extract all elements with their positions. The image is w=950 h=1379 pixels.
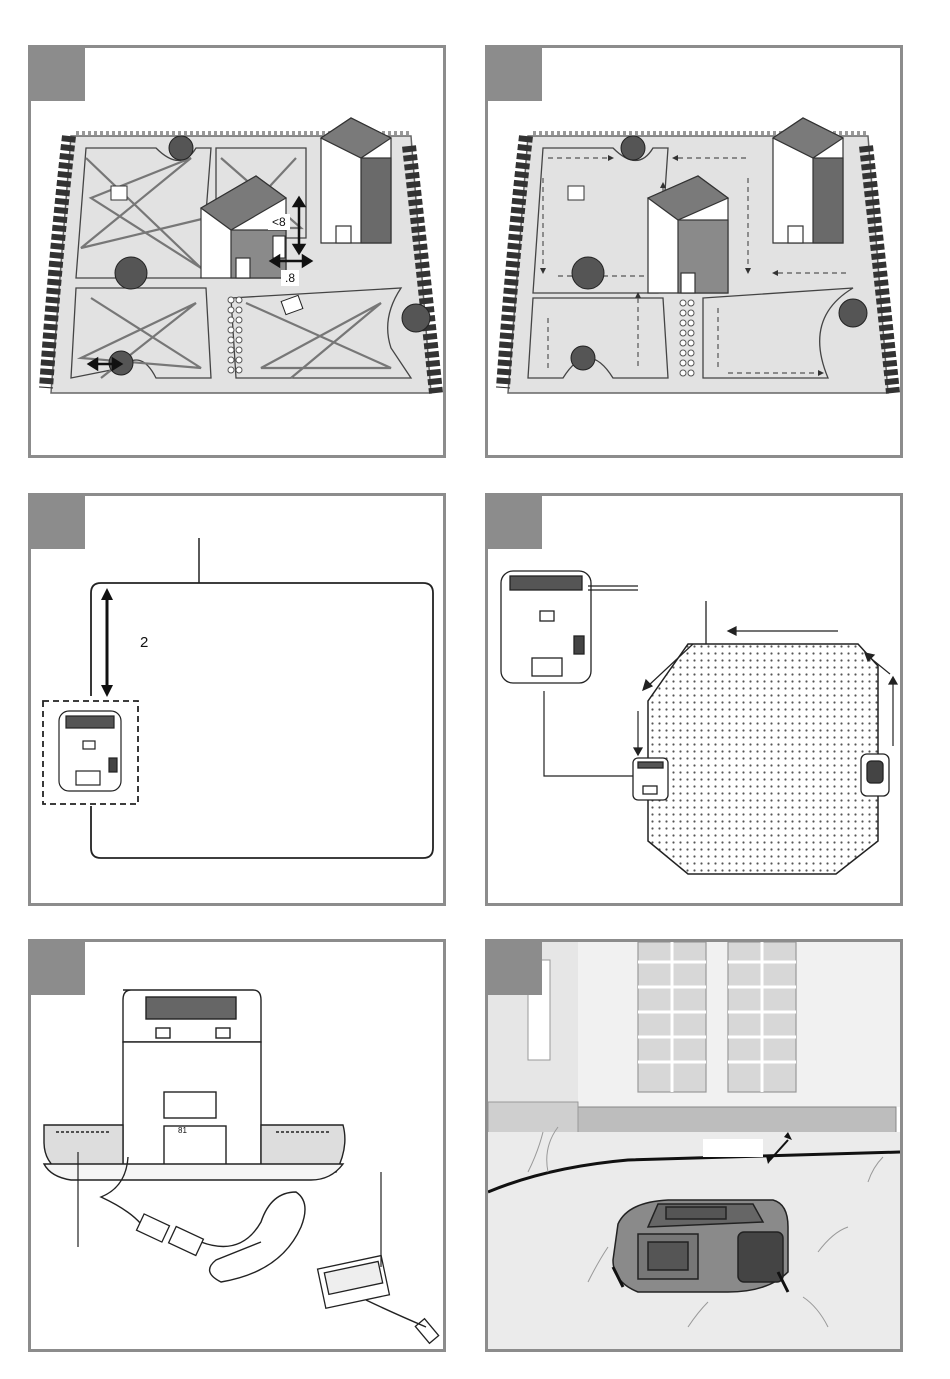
min-distance-label: .8 [281, 270, 299, 286]
figure-panel-systematic-mowing [485, 45, 903, 458]
charging-station-icon [59, 711, 121, 791]
figure-panel-power-connection: 81 [28, 939, 446, 1352]
figure-panel-mower-near-house [485, 939, 903, 1352]
distance-label: 2 [140, 635, 148, 650]
figure-panel-boundary-distance: 2 [28, 493, 446, 906]
garden-systematic-pattern-drawing [488, 48, 900, 455]
charging-station-front [44, 990, 345, 1180]
figure-panel-random-mowing: <8 .8 [28, 45, 446, 458]
max-distance-label: <8 [268, 214, 290, 230]
charging-station-power-drawing [31, 942, 443, 1349]
station-placement-diagram [488, 496, 900, 903]
boundary-distance-diagram [31, 496, 443, 903]
figure-number-tab [488, 942, 542, 995]
charging-station-enlarged-icon [501, 571, 591, 683]
figure-panel-station-placement [485, 493, 903, 906]
garden-random-pattern-drawing [31, 48, 443, 455]
robotic-mower [613, 1200, 788, 1292]
socket-label: 81 [178, 1127, 187, 1135]
mower-near-house-drawing [488, 942, 900, 1349]
house-right [321, 118, 391, 243]
